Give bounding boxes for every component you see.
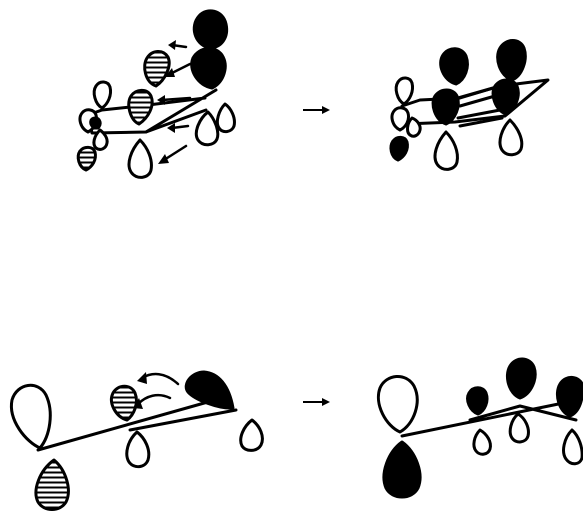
hatched-lobe xyxy=(143,50,171,88)
filled-lobe xyxy=(382,440,422,499)
open-lobe xyxy=(433,130,459,171)
top-left-panel xyxy=(76,9,236,179)
filled-lobe xyxy=(496,39,527,82)
open-lobe xyxy=(92,128,109,151)
hatched-lobe xyxy=(127,88,154,126)
carbon-skeleton xyxy=(36,396,238,452)
open-lobe xyxy=(498,118,524,157)
carbon-skeleton xyxy=(400,398,580,438)
reaction-arrow-top xyxy=(303,106,330,114)
hatched-lobe xyxy=(110,384,138,422)
open-lobe xyxy=(127,138,153,179)
open-lobe xyxy=(194,110,220,147)
filled-lobe xyxy=(431,88,460,126)
filled-lobe xyxy=(555,376,583,418)
open-lobe xyxy=(92,80,112,110)
open-lobe xyxy=(239,418,264,452)
filled-lobe xyxy=(389,135,409,162)
open-lobe xyxy=(508,412,530,444)
filled-lobe xyxy=(192,9,229,50)
bottom-right-panel xyxy=(377,357,583,499)
carbon-skeleton-branch xyxy=(144,108,208,134)
filled-lobe xyxy=(190,47,227,90)
filled-lobe xyxy=(89,116,102,130)
open-lobe xyxy=(125,430,151,469)
top-right-panel xyxy=(389,39,550,171)
hatched-lobe xyxy=(76,145,97,172)
filled-lobe xyxy=(491,78,520,116)
open-lobe xyxy=(472,428,492,456)
open-lobe xyxy=(394,76,414,106)
double-bond xyxy=(456,108,504,128)
filled-lobe xyxy=(439,47,469,86)
open-lobe xyxy=(377,375,419,434)
open-lobe xyxy=(9,384,52,450)
reaction-arrow-bottom xyxy=(303,398,330,406)
filled-lobe xyxy=(505,357,537,400)
interaction-arrows xyxy=(157,40,192,164)
open-lobe xyxy=(406,116,422,138)
bottom-left-panel xyxy=(9,370,264,511)
filled-lobe xyxy=(466,386,489,416)
open-lobe xyxy=(390,106,410,132)
open-lobe xyxy=(562,428,583,466)
hatched-lobe xyxy=(34,458,70,511)
arrowheads xyxy=(133,372,147,409)
filled-lobe xyxy=(184,370,235,410)
open-lobe xyxy=(215,102,236,134)
